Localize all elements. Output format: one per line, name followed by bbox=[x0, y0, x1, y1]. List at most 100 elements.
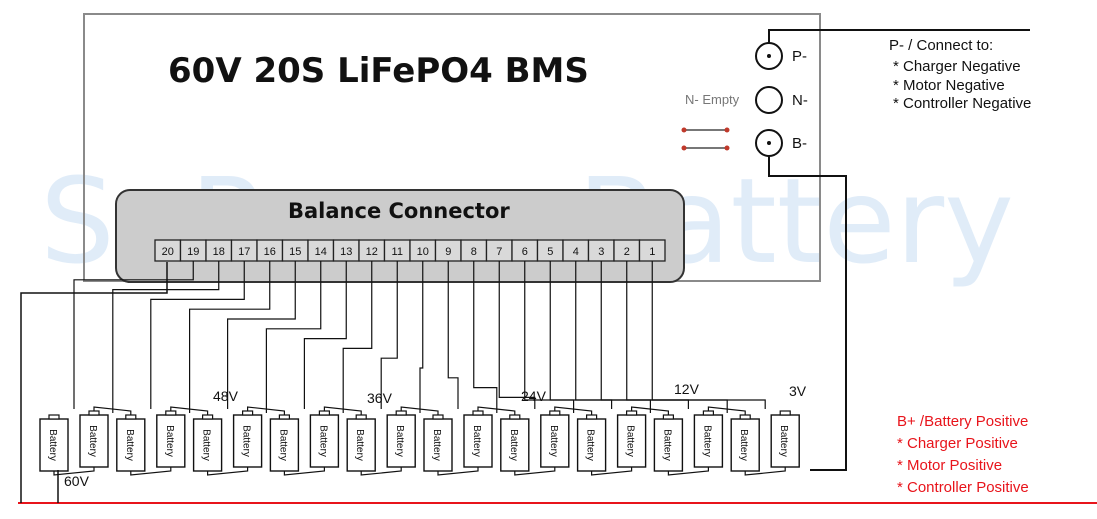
b-minus-lead bbox=[768, 156, 847, 471]
pin-label: 12 bbox=[366, 246, 378, 258]
battery-terminal-cap bbox=[432, 414, 444, 420]
b-plus-note-3: * Controller Positive bbox=[897, 479, 1029, 496]
battery-body bbox=[500, 418, 530, 472]
n-minus-label: N- bbox=[792, 92, 808, 109]
pin-label: 18 bbox=[213, 246, 225, 258]
b-plus-note-2: * Motor Positive bbox=[897, 457, 1002, 474]
b-minus-terminal-dot bbox=[767, 141, 771, 145]
balance-tap-wire bbox=[227, 261, 296, 409]
battery-body bbox=[232, 414, 263, 468]
battery-label: Battery bbox=[508, 429, 519, 461]
battery-cell: Battery bbox=[576, 414, 607, 472]
battery-terminal-cap bbox=[662, 414, 675, 420]
b-plus-notes-heading: B+ /Battery Positive bbox=[897, 413, 1028, 430]
p-minus-note-1: * Charger Negative bbox=[893, 58, 1021, 75]
battery-terminal-cap bbox=[48, 414, 60, 420]
pin-label: 15 bbox=[289, 246, 301, 258]
balance-tap-wire bbox=[189, 261, 271, 413]
battery-terminal-cap bbox=[509, 414, 521, 420]
battery-body bbox=[192, 418, 223, 472]
voltage-label-36v: 36V bbox=[367, 390, 393, 406]
p-minus-note-2: * Motor Negative bbox=[893, 77, 1005, 94]
battery-label: Battery bbox=[661, 429, 672, 461]
pin-label: 16 bbox=[264, 246, 276, 258]
battery-cell: Battery bbox=[423, 414, 453, 472]
battery-body bbox=[39, 418, 69, 472]
pin-label: 7 bbox=[496, 246, 502, 258]
battery-terminal-cap bbox=[549, 410, 561, 416]
series-link bbox=[283, 467, 325, 476]
balance-tap-wire bbox=[419, 261, 424, 413]
pin-label: 3 bbox=[598, 246, 604, 258]
voltage-label-48v: 48V bbox=[213, 388, 239, 404]
battery-body bbox=[346, 418, 376, 472]
series-link bbox=[514, 467, 556, 476]
p-minus-terminal-dot bbox=[767, 54, 771, 58]
battery-cell: Battery bbox=[463, 410, 493, 468]
voltage-label-3v: 3V bbox=[789, 383, 807, 399]
b-plus-note-1: * Charger Positive bbox=[897, 435, 1018, 452]
series-link bbox=[53, 467, 95, 476]
battery-cell: Battery bbox=[79, 410, 109, 468]
battery-body bbox=[730, 418, 760, 472]
battery-cell: Battery bbox=[653, 414, 684, 472]
battery-cell: Battery bbox=[39, 414, 69, 472]
battery-terminal-cap bbox=[202, 414, 214, 420]
pin-label: 6 bbox=[522, 246, 528, 258]
b-minus-label: B- bbox=[792, 135, 807, 152]
pin-label: 4 bbox=[573, 246, 579, 258]
balance-wires bbox=[53, 261, 786, 476]
pin-label: 13 bbox=[340, 246, 352, 258]
battery-label: Battery bbox=[277, 429, 288, 461]
series-link bbox=[130, 467, 172, 476]
battery-cell: Battery bbox=[346, 414, 376, 472]
battery-terminal-cap bbox=[395, 410, 407, 416]
balance-tap-wire bbox=[524, 261, 575, 413]
battery-terminal-cap bbox=[739, 414, 751, 420]
balance-tap-wire bbox=[112, 261, 220, 413]
balance-tap-wire bbox=[342, 261, 373, 413]
pin-label: 14 bbox=[315, 246, 327, 258]
battery-terminal-cap bbox=[278, 414, 290, 420]
battery-label: Battery bbox=[317, 425, 328, 457]
series-link bbox=[744, 467, 786, 476]
battery-cell: Battery bbox=[540, 410, 570, 468]
voltage-label-12v: 12V bbox=[674, 381, 700, 397]
pin-label: 9 bbox=[445, 246, 451, 258]
battery-label: Battery bbox=[47, 429, 58, 461]
battery-terminal-cap bbox=[779, 410, 791, 416]
series-link bbox=[437, 467, 479, 476]
battery-label: Battery bbox=[241, 425, 252, 457]
battery-terminal-cap bbox=[472, 410, 484, 416]
battery-label: Battery bbox=[548, 425, 559, 457]
battery-cell: Battery bbox=[232, 410, 263, 468]
battery-cell: Battery bbox=[730, 414, 760, 472]
n-empty-note: N- Empty bbox=[685, 92, 740, 107]
balance-tap-wire bbox=[150, 261, 245, 409]
balance-connector-title: Balance Connector bbox=[288, 199, 510, 223]
battery-cell: Battery bbox=[770, 410, 800, 468]
battery-terminal-cap bbox=[625, 410, 638, 416]
pin-label: 11 bbox=[392, 246, 403, 258]
series-link bbox=[667, 467, 710, 476]
battery-cell: Battery bbox=[116, 414, 146, 472]
battery-body bbox=[386, 414, 416, 468]
p-minus-lead bbox=[768, 29, 1030, 43]
battery-body bbox=[269, 418, 300, 472]
pin-label: 20 bbox=[162, 246, 174, 258]
battery-cell: Battery bbox=[693, 410, 724, 468]
battery-label: Battery bbox=[431, 429, 442, 461]
battery-terminal-cap bbox=[355, 414, 367, 420]
resistor-mark-2-dot-b bbox=[724, 145, 730, 151]
battery-label: Battery bbox=[471, 425, 482, 457]
battery-terminal-cap bbox=[88, 410, 100, 416]
pin-label: 5 bbox=[547, 246, 553, 258]
battery-cell: Battery bbox=[192, 414, 223, 472]
resistor-mark-1-dot-b bbox=[724, 127, 730, 133]
resistor-mark-2-dot-a bbox=[681, 145, 687, 151]
voltage-label-24v: 24V bbox=[521, 388, 547, 404]
resistor-mark-1-dot-a bbox=[681, 127, 687, 133]
battery-body bbox=[770, 414, 800, 468]
